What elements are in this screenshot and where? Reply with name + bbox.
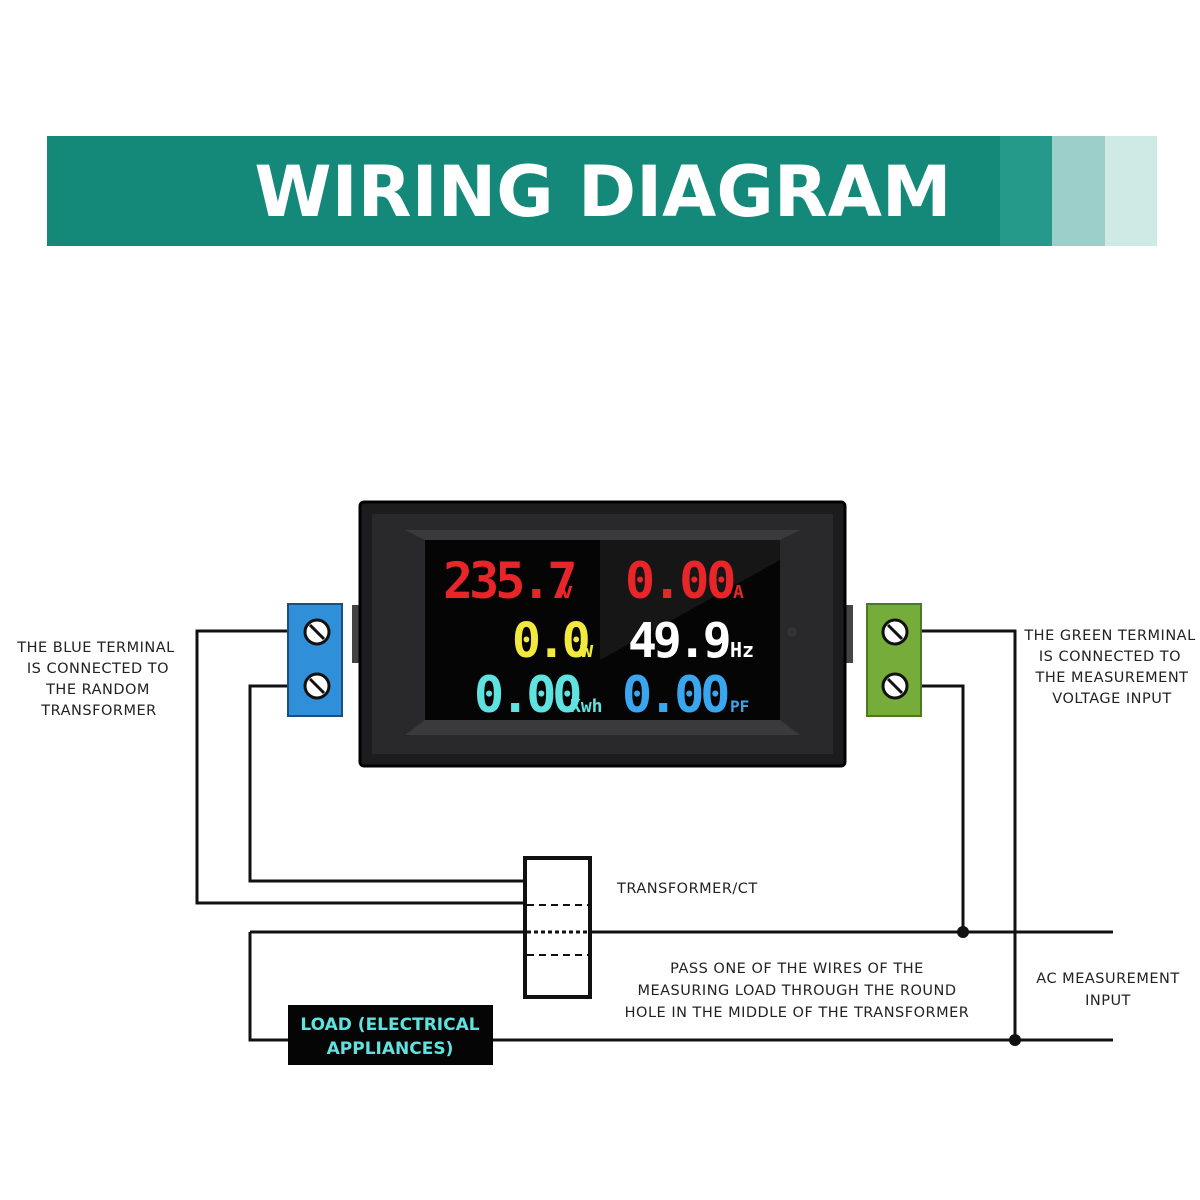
header-banner: WIRING DIAGRAM <box>47 136 1157 246</box>
power-value: 0.0 <box>512 613 589 669</box>
svg-text:THE GREEN TERMINAL: THE GREEN TERMINAL <box>1023 628 1195 644</box>
screw-icon <box>303 618 331 646</box>
frequency-unit: Hz <box>730 638 754 662</box>
svg-text:TRANSFORMER: TRANSFORMER <box>40 703 156 719</box>
transformer-caption: TRANSFORMER/CT <box>616 881 758 897</box>
current-transformer <box>523 856 592 999</box>
svg-text:MEASURING LOAD THROUGH THE ROU: MEASURING LOAD THROUGH THE ROUND <box>637 983 956 999</box>
junction-dot <box>1009 1034 1021 1046</box>
junction-dot <box>957 926 969 938</box>
blue-terminal-caption: THE BLUE TERMINAL IS CONNECTED TO THE RA… <box>16 640 174 719</box>
blue-terminal <box>287 603 343 717</box>
green-terminal-caption: THE GREEN TERMINAL IS CONNECTED TO THE M… <box>1023 628 1195 707</box>
energy-unit: Kwh <box>570 696 603 717</box>
screw-icon <box>881 618 909 646</box>
load-label: APPLIANCES) <box>327 1039 454 1059</box>
voltage-value: 235.7 <box>443 552 574 610</box>
indicator-led <box>787 627 797 637</box>
power-factor-value: 0.00 <box>622 666 728 724</box>
page-title: WIRING DIAGRAM <box>254 151 951 233</box>
svg-text:IS CONNECTED TO: IS CONNECTED TO <box>1039 649 1181 665</box>
svg-text:PASS ONE OF THE WIRES OF THE: PASS ONE OF THE WIRES OF THE <box>670 961 924 977</box>
svg-text:AC MEASUREMENT: AC MEASUREMENT <box>1036 971 1179 987</box>
ac-input-caption: AC MEASUREMENT INPUT <box>1036 971 1179 1009</box>
svg-text:THE BLUE TERMINAL: THE BLUE TERMINAL <box>16 640 174 656</box>
wires <box>195 629 1113 1046</box>
power-factor-unit: PF <box>730 697 749 716</box>
svg-text:HOLE IN THE MIDDLE OF THE TRAN: HOLE IN THE MIDDLE OF THE TRANSFORMER <box>625 1005 970 1021</box>
svg-text:VOLTAGE INPUT: VOLTAGE INPUT <box>1052 691 1171 707</box>
frequency-value: 49.9 <box>628 613 729 669</box>
svg-text:THE MEASUREMENT: THE MEASUREMENT <box>1034 670 1188 686</box>
pass-wire-caption: PASS ONE OF THE WIRES OF THE MEASURING L… <box>625 961 970 1021</box>
power-meter: 235.7 v 0.00 A 0.0 w 49.9 Hz 0.00 Kwh 0.… <box>352 500 853 768</box>
power-unit: w <box>580 638 594 663</box>
svg-text:THE RANDOM: THE RANDOM <box>45 682 150 698</box>
load-label: LOAD (ELECTRICAL <box>300 1015 479 1035</box>
voltage-unit: v <box>560 579 573 604</box>
energy-value: 0.00 <box>474 666 580 724</box>
svg-text:INPUT: INPUT <box>1085 993 1131 1009</box>
current-unit: A <box>733 582 744 603</box>
screw-icon <box>881 672 909 700</box>
green-terminal <box>866 603 922 717</box>
screw-icon <box>303 672 331 700</box>
current-value: 0.00 <box>625 552 734 610</box>
load-box: LOAD (ELECTRICAL APPLIANCES) <box>288 1005 493 1065</box>
svg-text:IS CONNECTED TO: IS CONNECTED TO <box>27 661 169 677</box>
